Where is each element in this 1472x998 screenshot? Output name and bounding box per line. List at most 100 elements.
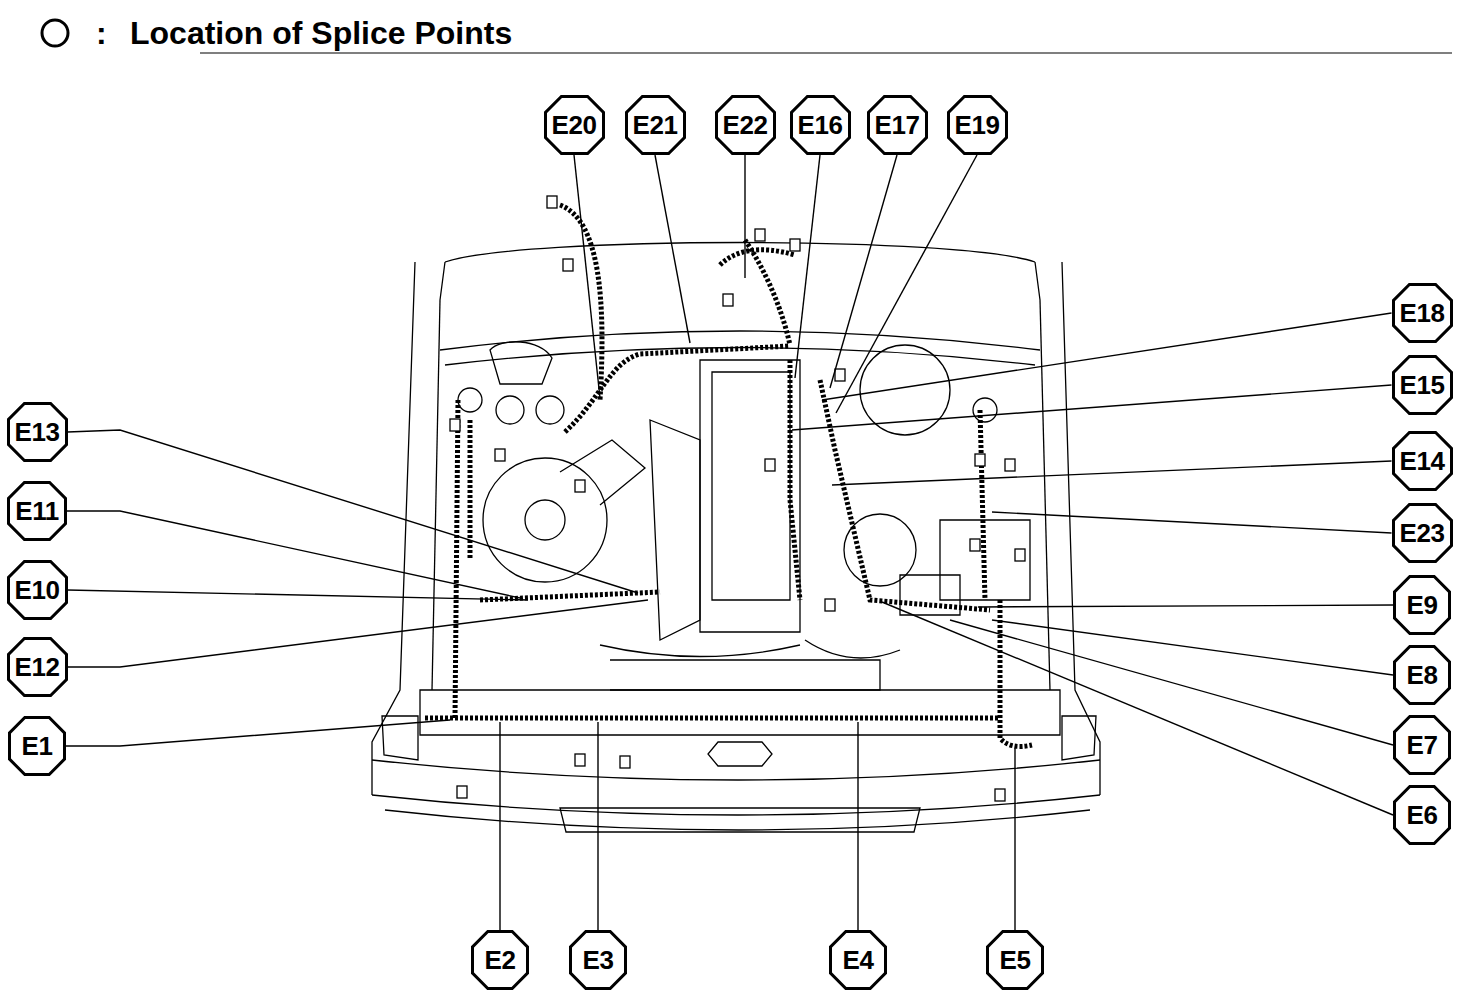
octagon [1395,787,1450,844]
callout-number: E7 [1407,732,1438,758]
octagon [868,97,926,154]
connector [575,480,585,492]
wire-harness [790,360,800,600]
splice-callout: E5 [986,930,1044,990]
leader-line [832,461,1392,485]
splice-callout: E1 [8,716,66,776]
splice-callout: E3 [569,930,627,990]
strut-mount [496,396,524,424]
connector [723,294,733,306]
octagon [571,932,626,989]
right-headlight [1062,716,1096,760]
splice-callout: E2 [471,930,529,990]
wire-harness [720,250,795,265]
wire-harness [455,400,458,718]
callout-number: E10 [15,577,60,603]
splice-callout: E14 [1392,431,1453,491]
connector [970,539,980,551]
callout-number: E16 [798,112,843,138]
leader-line [822,313,1392,400]
octagon [948,97,1006,154]
callout-number: E18 [1400,300,1445,326]
leader-line [992,512,1392,533]
diagram-title: Location of Splice Points [130,17,512,49]
splice-callout: E6 [1393,785,1451,845]
valve-cover [712,372,790,600]
callout-number: E22 [723,112,768,138]
octagon [626,97,684,154]
leader-line [795,155,820,378]
callout-number: E13 [15,419,60,445]
callout-number: E20 [552,112,597,138]
leader-line [67,511,520,598]
right-inner-fender [1040,300,1050,690]
connector [563,259,573,271]
splice-callout: E18 [1392,283,1453,343]
leader-line [1014,748,1015,930]
wire-harness [480,592,660,600]
strut-mount [536,396,564,424]
leader-lines [66,155,1393,930]
leader-line [574,155,600,398]
splice-callout: E7 [1393,715,1451,775]
radiator-hose [600,645,800,657]
leader-line [68,590,529,600]
emblem [708,742,772,766]
leader-line [655,155,690,343]
connector [975,454,985,466]
air-cleaner-cap [525,500,565,540]
callout-number: E6 [1407,802,1438,828]
splice-callout: E19 [947,95,1008,155]
octagon [1393,505,1451,562]
octagon [1395,577,1450,634]
callout-number: E4 [843,947,874,973]
splice-callout: E4 [829,930,887,990]
leader-line [499,722,500,930]
lower-hose [805,640,900,658]
callout-number: E8 [1407,662,1438,688]
washer-tank [490,342,552,384]
leader-line [836,155,977,413]
wire-harness [980,410,985,600]
connector [1015,549,1025,561]
leader-line [992,620,1393,675]
callout-number: E23 [1400,520,1445,546]
octagon [1393,357,1451,414]
fan-shroud [610,660,880,690]
wire-harness [425,716,1000,721]
splice-callout: E15 [1392,355,1453,415]
octagon [1395,717,1450,774]
octagon [10,718,65,775]
valance [385,810,1090,830]
octagon [716,97,774,154]
wire-harness [820,380,990,610]
wire-harness [745,240,790,345]
connector [825,599,835,611]
leader-line [830,155,897,388]
leader-line [950,620,1393,745]
wire-harness [560,205,602,400]
connector [995,789,1005,801]
callout-number: E12 [15,654,60,680]
callout-number: E5 [1000,947,1031,973]
callout-number: E15 [1400,372,1445,398]
engine-block [700,360,800,632]
radiator-support [420,690,1060,735]
engine-bay [372,196,1100,832]
leader-line [882,602,1393,815]
intake [650,420,700,640]
strut-mount [973,398,997,422]
leader-line [66,720,450,746]
separator-label: : [96,17,107,49]
octagon [8,562,66,619]
cowl-lower [445,348,1035,366]
callout-number: E19 [955,112,1000,138]
octagon [988,932,1043,989]
octagon [1393,433,1451,490]
splice-callout: E23 [1392,503,1453,563]
left-inner-fender [432,300,440,690]
splice-callout: E11 [7,481,67,541]
connector [755,229,765,241]
connector [835,369,845,381]
connector [575,754,585,766]
